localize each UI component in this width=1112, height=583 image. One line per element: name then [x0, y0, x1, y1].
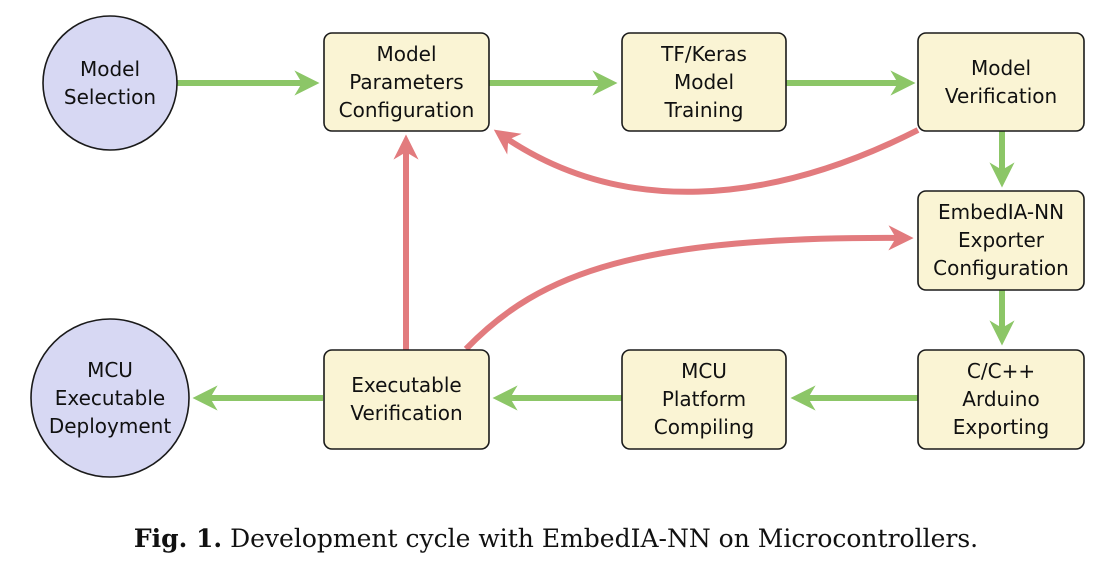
node-label-line: Exporting — [953, 415, 1049, 439]
node-label-line: Exporter — [958, 228, 1045, 252]
node-label-line: Verification — [945, 84, 1057, 108]
figure-caption-text: Development cycle with EmbedIA-NN on Mic… — [230, 524, 979, 553]
node-label-line: Model — [80, 57, 140, 81]
node-label-line: Platform — [662, 387, 746, 411]
arrow-verification-feedback-to-params — [493, 127, 920, 195]
node-label-line: MCU — [681, 359, 727, 383]
node-label-line: C/C++ — [967, 359, 1035, 383]
node-label-line: Model — [674, 70, 734, 94]
node-label-line: Arduino — [962, 387, 1039, 411]
node-label-line: TF/Keras — [660, 42, 747, 66]
node-label-line: MCU — [87, 358, 133, 382]
arrow-exec-verification-to-exporter — [463, 225, 914, 352]
node-label-line: Compiling — [654, 415, 754, 439]
figure-caption: Fig. 1. Development cycle with EmbedIA-N… — [0, 524, 1112, 553]
node-label-line: Model — [376, 42, 436, 66]
node-label-line: Model — [971, 56, 1031, 80]
node-label-line: Training — [664, 98, 744, 122]
figure-label: Fig. 1. — [133, 524, 223, 553]
node-label-line: Executable — [351, 373, 462, 397]
node-label-line: Deployment — [49, 414, 171, 438]
node-label-line: Parameters — [349, 70, 463, 94]
node-label-line: Configuration — [933, 256, 1069, 280]
node-label-line: Configuration — [339, 98, 475, 122]
node-label-line: Executable — [55, 386, 166, 410]
node-label-line: Selection — [64, 85, 156, 109]
node-label-line: Verification — [350, 401, 462, 425]
node-label-line: EmbedIA-NN — [938, 200, 1064, 224]
